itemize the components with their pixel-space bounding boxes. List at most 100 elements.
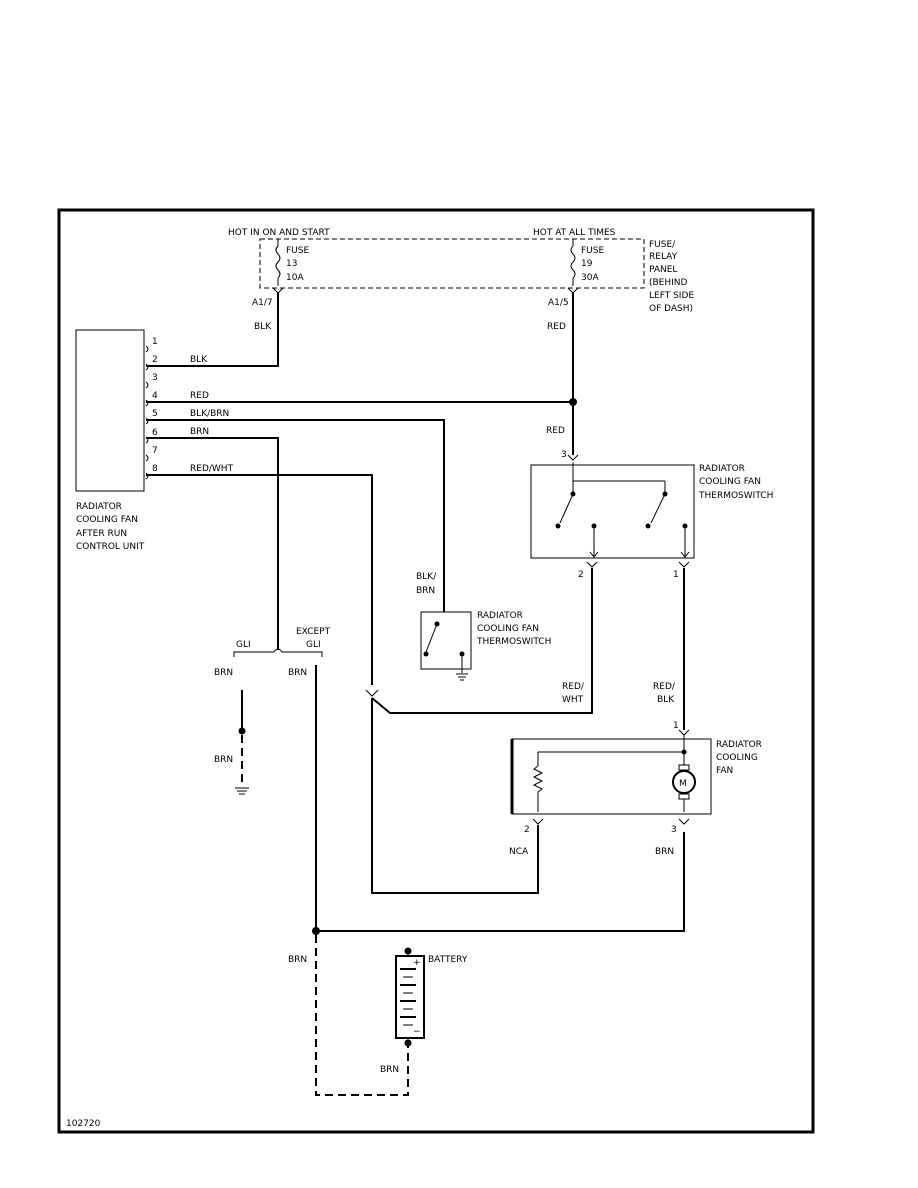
svg-text:1: 1 (673, 721, 679, 731)
svg-text:RADIATOR: RADIATOR (477, 611, 523, 621)
svg-text:5: 5 (152, 409, 158, 419)
wire-label-brn-gnd: BRN (214, 755, 233, 765)
wire-label-red-blk-2: BLK (657, 695, 675, 705)
svg-text:FUSE: FUSE (286, 246, 309, 256)
wire-label-red-blk-1: RED/ (653, 682, 676, 692)
svg-text:3: 3 (152, 373, 158, 383)
wire-label-red-switch: RED (546, 426, 565, 436)
svg-text:EXCEPT: EXCEPT (296, 627, 331, 637)
wire-label-nca: NCA (509, 847, 529, 857)
svg-text:COOLING FAN: COOLING FAN (699, 477, 761, 487)
diagram-frame (57, 208, 815, 1134)
wire-brn-battery (315, 935, 409, 1096)
wire-label-red-top: RED (547, 322, 566, 332)
svg-text:−: − (413, 1027, 421, 1037)
small-thermoswitch (420, 611, 472, 681)
control-unit-pins: 1 2 3 4 5 6 7 8 (145, 337, 158, 480)
svg-text:RADIATOR: RADIATOR (699, 464, 745, 474)
svg-text:13: 13 (286, 259, 297, 269)
svg-text:30A: 30A (581, 273, 599, 283)
wire-label-pin6: BRN (190, 427, 209, 437)
wire-label-brn-except: BRN (288, 668, 307, 678)
main-thermoswitch-label: RADIATOR COOLING FAN THERMOSWITCH (698, 464, 773, 501)
svg-text:LEFT SIDE: LEFT SIDE (649, 291, 694, 301)
svg-text:RADIATOR: RADIATOR (716, 740, 762, 750)
battery-label: BATTERY (428, 955, 468, 965)
wire-label-pin5: BLK/BRN (190, 409, 229, 419)
svg-text:FUSE/: FUSE/ (649, 240, 676, 250)
wire-brn-fan-ground (316, 832, 685, 932)
svg-text:2: 2 (152, 355, 158, 365)
svg-text:6: 6 (152, 428, 158, 438)
fuse-13: FUSE 13 10A (272, 239, 309, 294)
svg-text:(BEHIND: (BEHIND (649, 278, 688, 288)
fuse-relay-panel (259, 238, 645, 289)
splice-gli (238, 727, 246, 735)
svg-text:OF DASH): OF DASH) (649, 304, 693, 314)
gli-option-split: GLI EXCEPT GLI (233, 627, 331, 657)
svg-text:GLI: GLI (236, 640, 251, 650)
fan-motor-icon (672, 770, 696, 794)
terminal-a1-5: A1/5 (548, 298, 569, 308)
wire-label-brn-gli: BRN (214, 668, 233, 678)
svg-text:RADIATOR: RADIATOR (76, 502, 122, 512)
fuse-19: FUSE 19 30A (567, 239, 604, 294)
svg-text:1: 1 (152, 337, 158, 347)
terminal-a1-7: A1/7 (252, 298, 273, 308)
svg-text:RELAY: RELAY (649, 252, 678, 262)
svg-text:PANEL: PANEL (649, 265, 677, 275)
svg-text:3: 3 (561, 450, 567, 460)
wire-blk-brn-pin5 (146, 419, 445, 612)
wire-nca-fan2 (371, 698, 539, 894)
svg-text:COOLING FAN: COOLING FAN (477, 624, 539, 634)
cooling-fan-label: RADIATOR COOLING FAN (716, 740, 762, 776)
svg-text:AFTER RUN: AFTER RUN (76, 529, 127, 539)
wire-label-blk-top: BLK (254, 322, 272, 332)
wire-brn-pin6 (146, 437, 279, 650)
svg-text:THERMOSWITCH: THERMOSWITCH (476, 637, 551, 647)
svg-text:19: 19 (581, 259, 593, 269)
svg-text:7: 7 (152, 446, 158, 456)
svg-text:GLI: GLI (306, 640, 321, 650)
svg-text:10A: 10A (286, 273, 304, 283)
svg-text:2: 2 (578, 570, 584, 580)
hot-on-start-label: HOT IN ON AND START (228, 228, 330, 238)
svg-text:+: + (413, 958, 421, 968)
wire-label-pin8: RED/WHT (190, 464, 234, 474)
small-thermoswitch-label: RADIATOR COOLING FAN THERMOSWITCH (476, 611, 551, 647)
wire-label-brn-fan: BRN (655, 847, 674, 857)
svg-text:3: 3 (671, 825, 677, 835)
hot-all-times-label: HOT AT ALL TIMES (533, 228, 616, 238)
svg-text:FUSE: FUSE (581, 246, 604, 256)
wire-label-pin4: RED (190, 391, 209, 401)
wire-label-brn-batt: BRN (380, 1065, 399, 1075)
ground-icon (235, 787, 249, 795)
wire-red-wht-switch2 (371, 568, 593, 714)
fuse-relay-panel-label: FUSE/ RELAY PANEL (BEHIND LEFT SIDE OF D… (649, 240, 694, 314)
cooling-fan: 1 M 2 3 (510, 721, 712, 835)
svg-text:THERMOSWITCH: THERMOSWITCH (698, 491, 773, 501)
wire-label-blk-brn-1: BLK/ (416, 572, 437, 582)
svg-text:2: 2 (524, 825, 530, 835)
connector-red-wht (365, 689, 379, 697)
battery-icon: + − (395, 947, 425, 1047)
main-thermoswitch: 3 2 1 (530, 450, 695, 580)
wire-label-blk-brn-2: BRN (416, 586, 435, 596)
wire-label-brn-left: BRN (288, 955, 307, 965)
wire-blk-pin2 (146, 293, 279, 367)
svg-text:1: 1 (673, 570, 679, 580)
control-unit-label: RADIATOR COOLING FAN AFTER RUN CONTROL U… (76, 502, 145, 552)
control-unit-box (75, 329, 145, 492)
svg-text:CONTROL UNIT: CONTROL UNIT (76, 542, 145, 552)
svg-text:M: M (679, 779, 687, 789)
svg-text:COOLING: COOLING (716, 753, 758, 763)
wire-red-wht-pin8 (146, 474, 373, 685)
svg-text:4: 4 (152, 391, 158, 401)
wire-label-pin2: BLK (190, 355, 208, 365)
wire-label-red-wht-1: RED/ (562, 682, 585, 692)
svg-text:8: 8 (152, 464, 158, 474)
svg-text:FAN: FAN (716, 766, 733, 776)
wire-label-red-wht-2: WHT (562, 695, 584, 705)
svg-text:COOLING FAN: COOLING FAN (76, 515, 138, 525)
